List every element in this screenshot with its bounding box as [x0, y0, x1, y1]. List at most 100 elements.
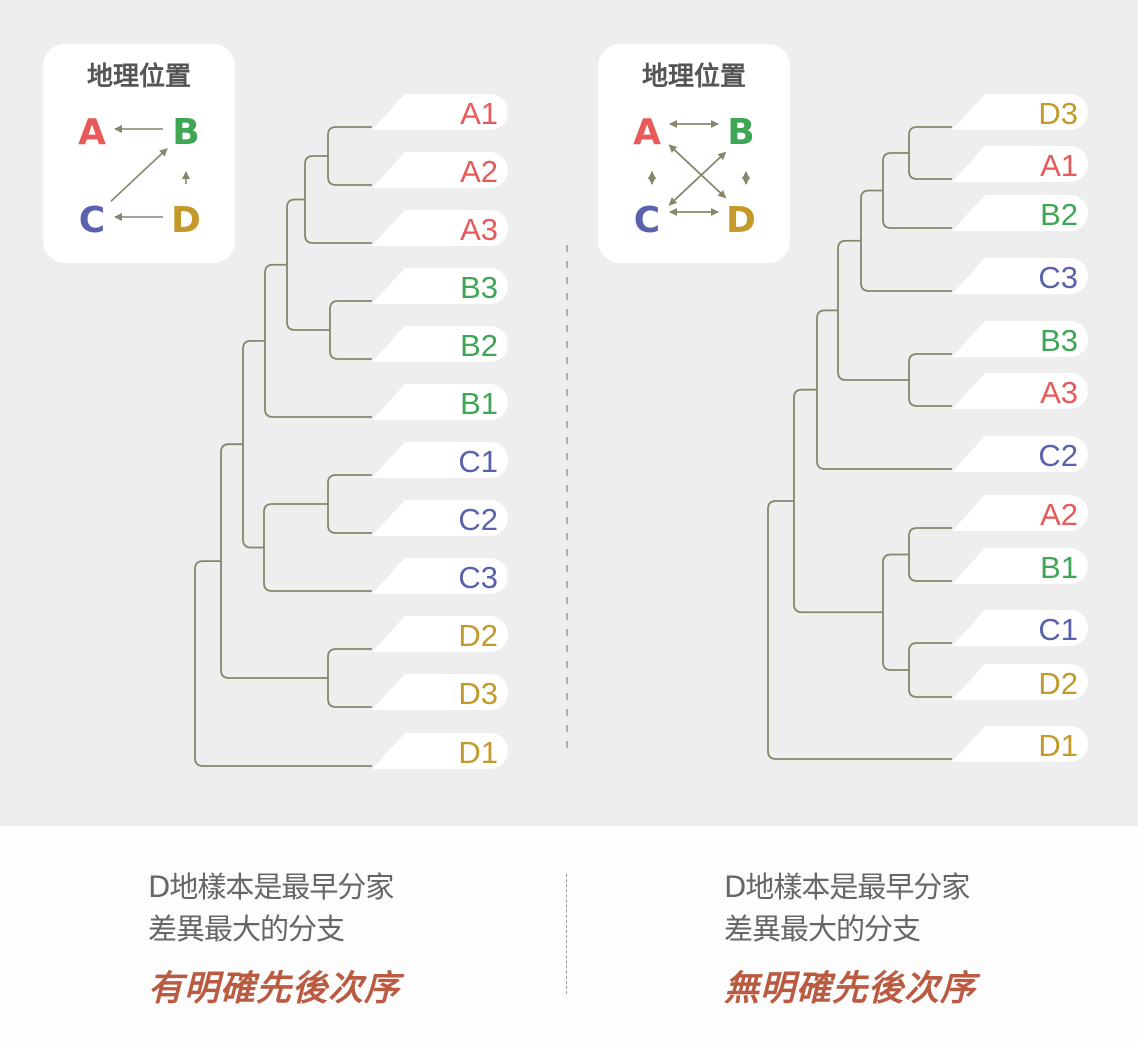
- region-c-label: C: [79, 200, 105, 241]
- leaf-tag: [372, 384, 508, 420]
- arrow-c-to-b: [110, 148, 168, 202]
- branch: [837, 239, 909, 381]
- geo-box-bg: [598, 44, 790, 263]
- leaf-tag: [952, 495, 1088, 531]
- branch: [327, 126, 372, 186]
- leaf-label: C3: [1038, 260, 1078, 295]
- leaf-tag: [372, 674, 508, 710]
- leaf-tag: [372, 500, 508, 536]
- leaf-label: B1: [460, 386, 498, 421]
- right-caption-line2: 差異最大的分支: [724, 912, 921, 946]
- leaf-d1: D1: [372, 733, 508, 770]
- leaf-c3: C3: [372, 558, 508, 595]
- caption-divider: [566, 874, 567, 994]
- leaf-tag: [952, 610, 1088, 646]
- leaf-tag: [952, 373, 1088, 409]
- leaf-d1: D1: [952, 726, 1088, 763]
- left-caption-emphasis: 有明確先後次序: [148, 969, 401, 1009]
- leaf-label: D2: [1038, 666, 1078, 701]
- arrow-d-to-a: [668, 144, 726, 199]
- leaf-tag: [372, 616, 508, 652]
- branch: [220, 443, 328, 679]
- leaf-a1: A1: [952, 146, 1088, 183]
- leaf-tag: [372, 94, 508, 130]
- right-geo-box: 地理位置 A B C D: [598, 44, 790, 263]
- leaf-tag: [372, 558, 508, 594]
- leaf-c2: C2: [372, 500, 508, 537]
- region-a-label: A: [633, 112, 661, 153]
- leaf-b1: B1: [372, 384, 508, 421]
- leaf-label: C3: [458, 560, 498, 595]
- region-d-label: D: [171, 200, 201, 241]
- geo-box-title: 地理位置: [87, 61, 191, 92]
- leaf-label: D2: [458, 618, 498, 653]
- leaf-d3: D3: [952, 94, 1088, 131]
- leaf-tag: [372, 268, 508, 304]
- leaf-d2: D2: [952, 664, 1088, 701]
- leaf-label: B3: [460, 270, 498, 305]
- leaf-label: B2: [460, 328, 498, 363]
- leaf-d3: D3: [372, 674, 508, 711]
- region-b-label: B: [727, 112, 754, 153]
- branch: [908, 126, 952, 180]
- region-d-label: D: [726, 200, 756, 241]
- leaf-a3: A3: [952, 373, 1088, 410]
- leaf-c1: C1: [372, 442, 508, 479]
- leaf-a3: A3: [372, 210, 508, 247]
- branch: [242, 339, 265, 549]
- leaf-b1: B1: [952, 548, 1088, 585]
- branch: [908, 527, 952, 582]
- leaf-a2: A2: [952, 495, 1088, 532]
- leaf-label: A1: [460, 96, 498, 131]
- branch: [327, 474, 372, 534]
- leaf-tag: [952, 94, 1088, 130]
- leaf-tag: [372, 210, 508, 246]
- leaf-d2: D2: [372, 616, 508, 653]
- leaf-label: C1: [458, 444, 498, 479]
- right-caption: D地樣本是最早分家 差異最大的分支 無明確先後次序: [724, 866, 976, 1011]
- left-caption: D地樣本是最早分家 差異最大的分支 有明確先後次序: [148, 866, 400, 1011]
- leaf-label: D3: [1038, 96, 1078, 131]
- leaf-tag: [952, 436, 1088, 472]
- leaf-label: C1: [1038, 612, 1078, 647]
- leaf-tag: [372, 152, 508, 188]
- leaf-label: D1: [1038, 728, 1078, 763]
- leaf-b3: B3: [952, 321, 1088, 358]
- leaf-c1: C1: [952, 610, 1088, 647]
- leaf-label: A2: [460, 154, 498, 189]
- leaf-tag: [372, 442, 508, 478]
- geo-box-title: 地理位置: [642, 61, 746, 92]
- leaf-label: A3: [1040, 375, 1078, 410]
- leaf-tag: [952, 726, 1088, 762]
- geo-box-bg: [43, 44, 235, 263]
- branch: [908, 353, 952, 407]
- left-caption-line1: D地樣本是最早分家: [148, 870, 394, 904]
- branch: [263, 503, 372, 592]
- leaf-b2: B2: [952, 195, 1088, 232]
- branch: [882, 152, 952, 229]
- leaf-b3: B3: [372, 268, 508, 305]
- leaf-tag: [952, 548, 1088, 584]
- leaf-tag: [372, 733, 508, 769]
- branch: [908, 642, 952, 698]
- branch: [882, 553, 909, 671]
- branch: [304, 155, 372, 244]
- branch: [194, 560, 372, 767]
- leaf-tag: [952, 195, 1088, 231]
- branch: [793, 388, 883, 614]
- leaf-label: B1: [1040, 550, 1078, 585]
- leaf-label: C2: [458, 502, 498, 537]
- leaf-a2: A2: [372, 152, 508, 189]
- right-caption-line1: D地樣本是最早分家: [724, 870, 970, 904]
- branch: [286, 198, 330, 331]
- leaf-label: C2: [1038, 438, 1078, 473]
- leaf-label: A3: [460, 212, 498, 247]
- region-b-label: B: [172, 112, 199, 153]
- leaf-label: A2: [1040, 497, 1078, 532]
- right-caption-emphasis: 無明確先後次序: [724, 969, 977, 1009]
- leaf-b2: B2: [372, 326, 508, 363]
- region-c-label: C: [634, 200, 660, 241]
- leaf-a1: A1: [372, 94, 508, 131]
